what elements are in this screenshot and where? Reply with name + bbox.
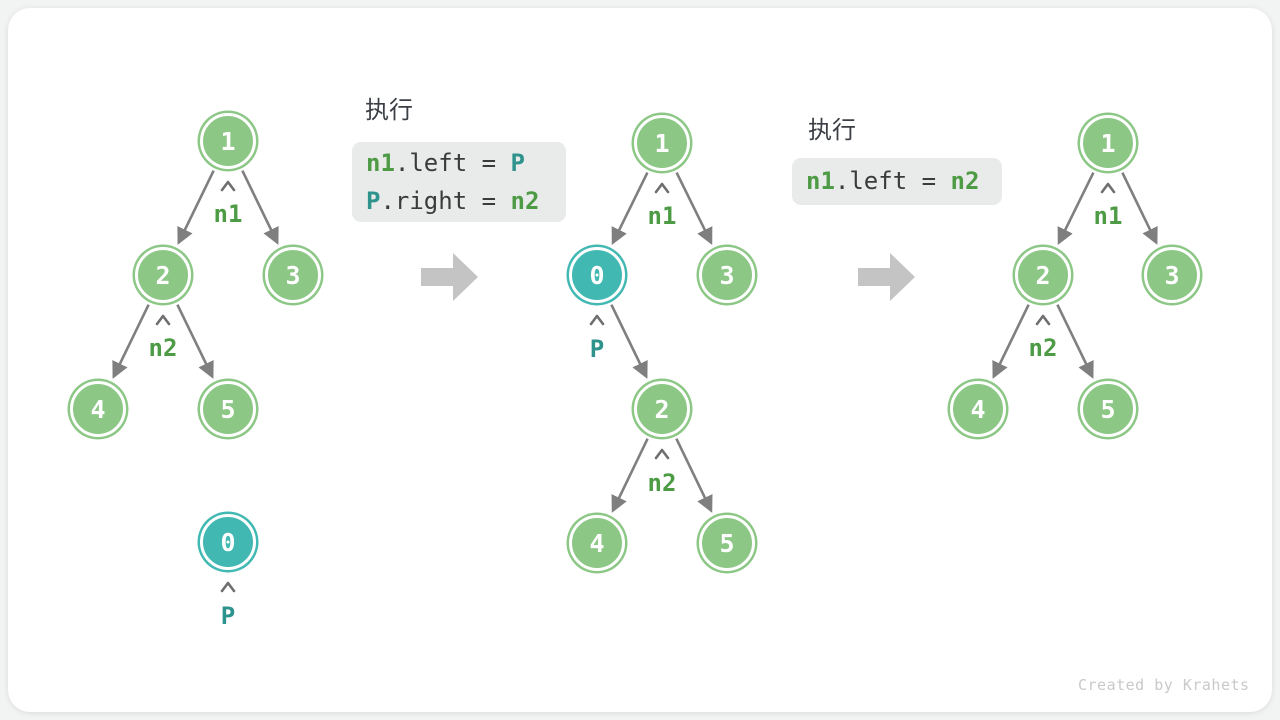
tree2-pointer-p: P xyxy=(589,335,605,363)
tree3-pointer-n2: n2 xyxy=(1028,334,1058,362)
code-token: n2 xyxy=(510,187,540,215)
code-token: n1 xyxy=(806,167,835,195)
tree3-node-2: 2 xyxy=(1015,247,1071,303)
step2-heading: 执行 xyxy=(808,117,856,144)
tree2-pointer-n2: n2 xyxy=(647,469,677,497)
tree2-node-3: 3 xyxy=(699,247,755,303)
tree1-pointer-n1: n1 xyxy=(213,200,243,228)
code-line: n1.left = n2 xyxy=(806,160,1002,203)
tree3-node-1: 1 xyxy=(1080,115,1136,171)
canvas-card xyxy=(8,8,1272,712)
step1-code-box: n1.left = P P.right = n2 xyxy=(352,142,566,222)
tree3-node-4: 4 xyxy=(950,381,1006,437)
tree2-node-4: 4 xyxy=(569,515,625,571)
code-line: n1.left = P xyxy=(366,144,566,182)
tree2-node-5: 5 xyxy=(699,515,755,571)
tree1-node-3: 3 xyxy=(265,247,321,303)
tree3-pointer-n1: n1 xyxy=(1093,202,1123,230)
tree2-node-2: 2 xyxy=(634,381,690,437)
tree1-node-1: 1 xyxy=(200,113,256,169)
tree3-node-5: 5 xyxy=(1080,381,1136,437)
code-token: P xyxy=(366,187,381,215)
code-token: P xyxy=(510,149,525,177)
step1-heading: 执行 xyxy=(365,97,413,124)
code-token: .left = xyxy=(394,149,511,177)
tree1-node-0: 0 xyxy=(200,514,256,570)
code-token: .left = xyxy=(834,167,951,195)
step2-code-box: n1.left = n2 xyxy=(792,158,1002,205)
watermark-credit: Created by Krahets xyxy=(1078,676,1250,694)
tree3-node-3: 3 xyxy=(1144,247,1200,303)
tree1-node-2: 2 xyxy=(135,247,191,303)
tree2-node-1: 1 xyxy=(634,115,690,171)
code-token: n1 xyxy=(366,149,395,177)
tree1-pointer-n2: n2 xyxy=(148,334,178,362)
tree1-node-5: 5 xyxy=(200,381,256,437)
tree2-pointer-n1: n1 xyxy=(647,202,677,230)
code-token: n2 xyxy=(950,167,980,195)
code-line: P.right = n2 xyxy=(366,182,566,220)
code-token: .right = xyxy=(380,187,511,215)
tree1-pointer-p: P xyxy=(220,602,236,630)
tree1-node-4: 4 xyxy=(70,381,126,437)
tree2-node-0: 0 xyxy=(569,247,625,303)
